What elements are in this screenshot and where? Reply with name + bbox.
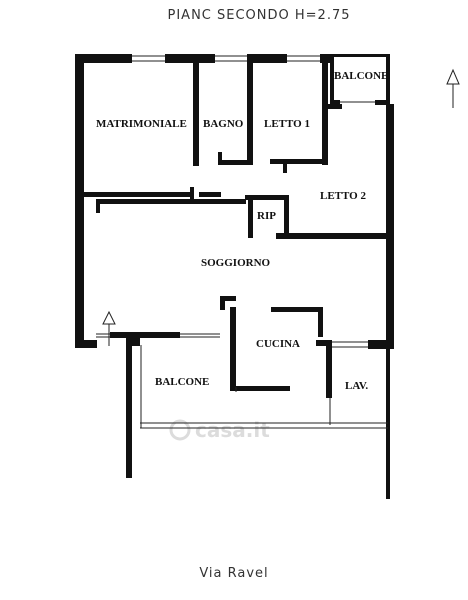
watermark: casa.it [169, 418, 270, 442]
room-label-cucina: CUCINA [256, 338, 300, 350]
street-name: Via Ravel [199, 566, 269, 581]
room-label-rip: RIP [257, 210, 276, 222]
room-label-soggiorno: SOGGIORNO [201, 257, 271, 269]
outer-walls [75, 54, 394, 499]
room-label-letto1: LETTO 1 [264, 118, 310, 130]
north-arrow-icon [446, 68, 460, 108]
room-label-bagno: BAGNO [203, 118, 244, 130]
room-label-lav: LAV. [345, 380, 368, 392]
room-label-matrimoniale: MATRIMONIALE [96, 118, 187, 130]
room-label-letto2: LETTO 2 [320, 190, 366, 202]
room-label-balcone-top: BALCONE [334, 70, 388, 82]
svg-text:casa.it: casa.it [195, 418, 270, 442]
entrance-arrow-icon [102, 310, 116, 346]
plan-title: PIANC SECONDO H=2.75 [167, 8, 351, 23]
interior-walls [84, 63, 394, 478]
room-label-balcone-bottom: BALCONE [155, 376, 209, 388]
